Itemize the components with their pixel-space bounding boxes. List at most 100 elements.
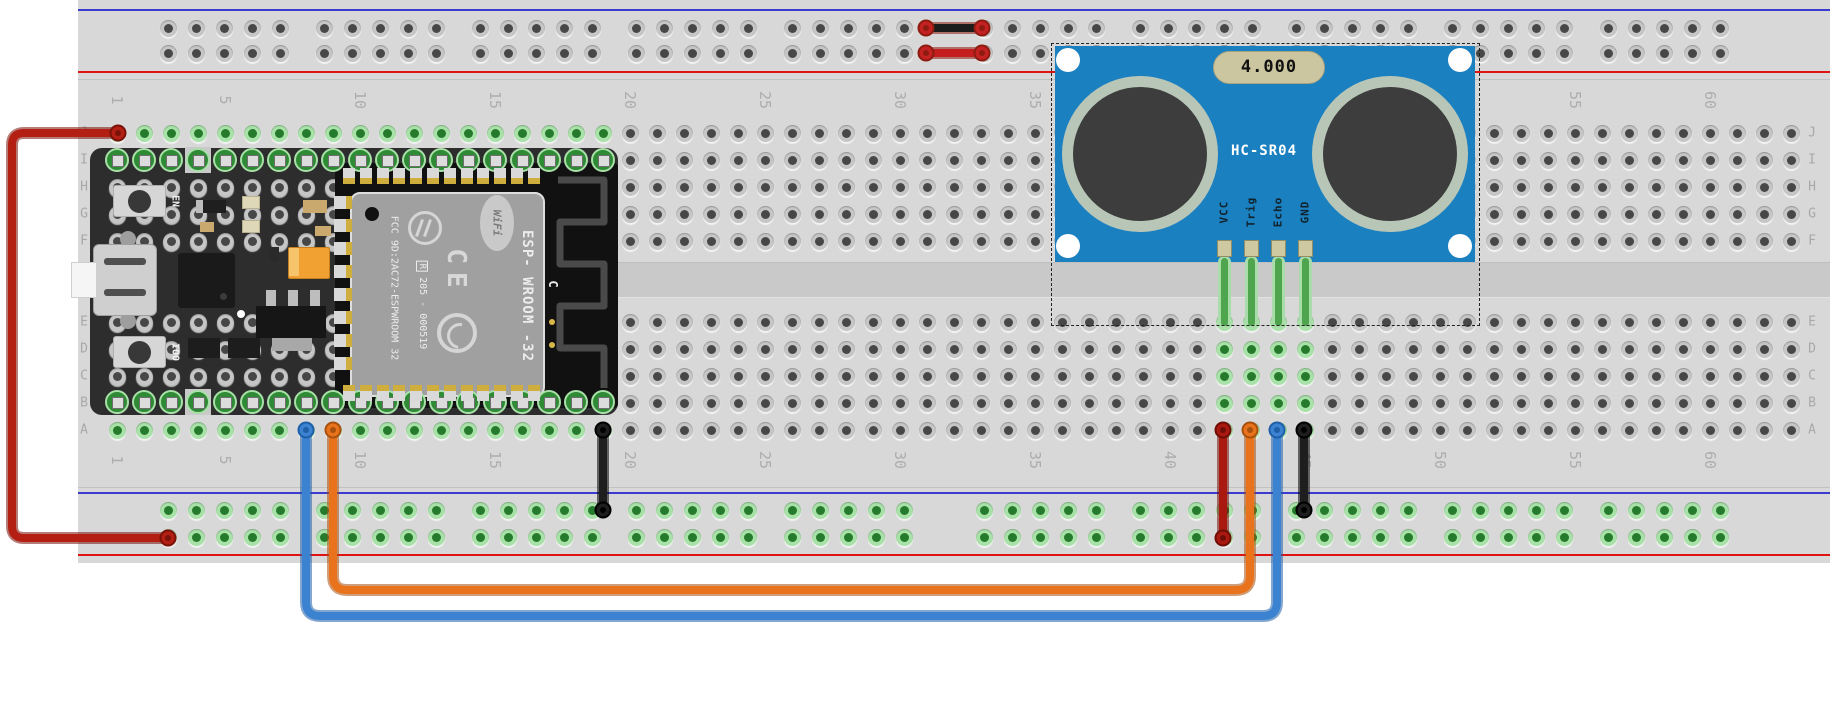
breadboard-hole[interactable] [675,367,693,385]
breadboard-hole[interactable] [918,232,936,250]
breadboard-hole[interactable] [783,124,801,142]
breadboard-hole[interactable] [729,394,747,412]
breadboard-hole-connected[interactable] [324,124,342,142]
breadboard-hole[interactable] [648,232,666,250]
breadboard-hole[interactable] [783,367,801,385]
wire-esp-gnd-to-negative-rail[interactable] [594,421,612,519]
breadboard-hole-connected[interactable] [378,124,396,142]
breadboard-hole[interactable] [864,421,882,439]
breadboard-hole[interactable] [837,124,855,142]
breadboard-hole[interactable] [675,205,693,223]
breadboard-hole[interactable] [999,367,1017,385]
breadboard-hole[interactable] [648,313,666,331]
breadboard-hole[interactable] [702,394,720,412]
breadboard-hole[interactable] [918,367,936,385]
breadboard-hole[interactable] [972,124,990,142]
breadboard-hole[interactable] [891,421,909,439]
breadboard-hole[interactable] [162,232,180,250]
breadboard-hole[interactable] [621,340,639,358]
breadboard-hole[interactable] [918,394,936,412]
breadboard-hole[interactable] [891,394,909,412]
breadboard-hole-connected[interactable] [243,421,261,439]
breadboard-hole[interactable] [756,205,774,223]
breadboard-hole[interactable] [648,124,666,142]
breadboard-hole[interactable] [810,421,828,439]
breadboard-hole[interactable] [621,232,639,250]
breadboard-hole[interactable] [702,205,720,223]
breadboard-hole[interactable] [1026,394,1044,412]
breadboard-hole[interactable] [297,178,315,196]
breadboard-hole[interactable] [621,178,639,196]
breadboard-hole[interactable] [1026,367,1044,385]
breadboard-hole[interactable] [918,313,936,331]
breadboard-hole[interactable] [945,313,963,331]
breadboard-hole[interactable] [216,232,234,250]
breadboard-hole-connected[interactable] [135,421,153,439]
breadboard-hole[interactable] [918,151,936,169]
breadboard-hole[interactable] [999,124,1017,142]
breadboard-hole[interactable] [756,124,774,142]
breadboard-hole[interactable] [729,421,747,439]
breadboard-hole[interactable] [972,367,990,385]
breadboard-hole[interactable] [945,394,963,412]
breadboard-hole[interactable] [189,178,207,196]
breadboard-hole[interactable] [864,178,882,196]
breadboard-hole[interactable] [675,178,693,196]
breadboard-hole[interactable] [783,394,801,412]
breadboard-hole[interactable] [810,367,828,385]
breadboard-hole[interactable] [1026,421,1044,439]
breadboard-hole[interactable] [891,205,909,223]
breadboard-hole-connected[interactable] [135,124,153,142]
breadboard-hole[interactable] [972,421,990,439]
breadboard-hole[interactable] [837,151,855,169]
breadboard-hole[interactable] [756,313,774,331]
breadboard-hole[interactable] [891,151,909,169]
breadboard-hole[interactable] [648,421,666,439]
breadboard-hole-connected[interactable] [540,421,558,439]
breadboard-hole[interactable] [810,178,828,196]
breadboard-hole[interactable] [648,205,666,223]
breadboard-hole[interactable] [216,313,234,331]
breadboard-hole[interactable] [189,232,207,250]
breadboard-hole[interactable] [810,340,828,358]
breadboard-hole[interactable] [729,340,747,358]
breadboard-hole[interactable] [864,205,882,223]
breadboard-hole[interactable] [270,205,288,223]
breadboard-hole[interactable] [837,205,855,223]
breadboard-hole[interactable] [108,367,126,385]
breadboard-hole[interactable] [864,367,882,385]
breadboard-hole-connected[interactable] [378,421,396,439]
breadboard-hole[interactable] [891,232,909,250]
breadboard-hole[interactable] [891,178,909,196]
breadboard-hole[interactable] [621,394,639,412]
breadboard-hole[interactable] [162,367,180,385]
breadboard-hole[interactable] [702,313,720,331]
breadboard-hole[interactable] [756,340,774,358]
breadboard-hole[interactable] [621,124,639,142]
breadboard-hole-connected[interactable] [243,124,261,142]
breadboard-hole[interactable] [945,232,963,250]
breadboard-hole[interactable] [702,232,720,250]
breadboard-hole[interactable] [999,313,1017,331]
breadboard-hole[interactable] [864,124,882,142]
breadboard-hole[interactable] [756,232,774,250]
breadboard-hole[interactable] [756,421,774,439]
breadboard-hole-connected[interactable] [216,124,234,142]
breadboard-hole-connected[interactable] [594,124,612,142]
breadboard-hole[interactable] [945,205,963,223]
breadboard-hole[interactable] [621,421,639,439]
breadboard-hole[interactable] [864,151,882,169]
breadboard-hole[interactable] [648,178,666,196]
breadboard-hole[interactable] [270,178,288,196]
breadboard-hole[interactable] [810,124,828,142]
breadboard-hole[interactable] [216,178,234,196]
wire-rail-bridge-gnd[interactable] [917,19,991,37]
breadboard-hole[interactable] [702,340,720,358]
breadboard-hole[interactable] [783,421,801,439]
breadboard-hole[interactable] [837,367,855,385]
breadboard-hole[interactable] [945,421,963,439]
wire-esp-3v3-to-positive-rail[interactable] [6,124,177,547]
breadboard-hole-connected[interactable] [162,124,180,142]
breadboard-hole-connected[interactable] [351,124,369,142]
breadboard-hole[interactable] [972,313,990,331]
